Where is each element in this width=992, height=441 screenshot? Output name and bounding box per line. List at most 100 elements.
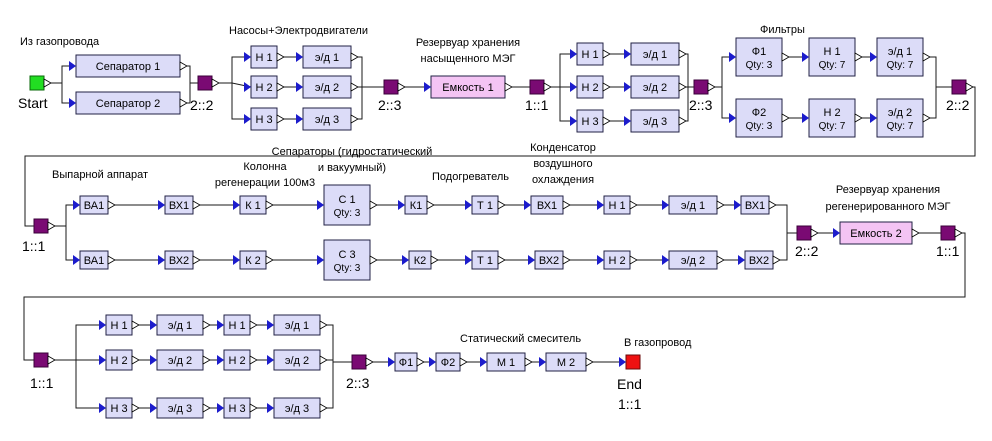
output-port-icon bbox=[131, 403, 140, 413]
block-label: Сепаратор 2 bbox=[96, 98, 160, 110]
junction-node[interactable] bbox=[351, 354, 367, 370]
pump-block[interactable]: Н 1 bbox=[105, 314, 133, 336]
heater-block[interactable]: Т 1 bbox=[471, 195, 499, 215]
separator-1-block[interactable]: Сепаратор 1 bbox=[75, 54, 181, 78]
motor-block[interactable]: э/д 1 bbox=[668, 195, 718, 215]
junction-node[interactable] bbox=[383, 79, 399, 95]
filter-block[interactable]: Ф2 bbox=[435, 352, 461, 372]
pump-block[interactable]: Н 3 bbox=[576, 109, 604, 133]
heat-exchanger-block[interactable]: ВХ1 bbox=[740, 195, 770, 215]
junction-node[interactable] bbox=[940, 225, 956, 241]
evaporator-block[interactable]: ВА1 bbox=[79, 250, 109, 270]
input-port-icon bbox=[317, 255, 324, 265]
start-node[interactable] bbox=[29, 75, 45, 91]
mixer-block[interactable]: М 1 bbox=[486, 352, 526, 372]
pump-block[interactable]: Н 2 bbox=[250, 75, 278, 99]
junction-node[interactable] bbox=[197, 75, 213, 91]
evaporator-block[interactable]: ВА1 bbox=[79, 195, 109, 215]
junction-node[interactable] bbox=[693, 79, 709, 95]
pump-block[interactable]: Н 2 bbox=[105, 349, 133, 371]
input-port-icon bbox=[402, 255, 409, 265]
motor-block[interactable]: э/д 3 bbox=[302, 107, 352, 131]
motor-block[interactable]: э/д 2 bbox=[302, 75, 352, 99]
pump-block[interactable]: Н 3 bbox=[223, 397, 251, 419]
junction-node[interactable] bbox=[951, 79, 967, 95]
pump-block[interactable]: Н 1 bbox=[576, 42, 604, 66]
label-condenser: Конденсатор bbox=[530, 142, 596, 154]
pump-block[interactable]: Н 1 bbox=[603, 195, 631, 215]
pump-block[interactable]: Н 3 bbox=[105, 397, 133, 419]
heat-exchanger-block[interactable]: ВХ2 bbox=[164, 250, 194, 270]
input-port-icon bbox=[69, 61, 76, 71]
pump-block[interactable]: Н 1 bbox=[250, 45, 278, 69]
junction-node[interactable] bbox=[529, 79, 545, 95]
ratio-11: 1::1 bbox=[618, 396, 642, 412]
end-node[interactable] bbox=[625, 354, 641, 370]
pump-block[interactable]: Н 2 bbox=[576, 75, 604, 99]
motor-block[interactable]: э/д 1 bbox=[273, 314, 321, 336]
tank-2-block[interactable]: Емкость 2 bbox=[839, 221, 913, 245]
input-port-icon bbox=[465, 255, 472, 265]
block-label: э/д 1 bbox=[643, 49, 667, 61]
block-label: э/д 2 bbox=[643, 82, 667, 94]
ratio-2: 2::3 bbox=[378, 97, 402, 113]
pump-block[interactable]: Н 3 bbox=[250, 107, 278, 131]
heat-exchanger-block[interactable]: ВХ2 bbox=[744, 250, 774, 270]
heat-exchanger-block[interactable]: ВХ1 bbox=[164, 195, 194, 215]
heater-block[interactable]: Т 1 bbox=[471, 250, 499, 270]
filter-block[interactable]: Ф1 bbox=[394, 352, 418, 372]
block-label: Ф1 bbox=[752, 46, 766, 58]
pump-block[interactable]: Н 2 bbox=[603, 250, 631, 270]
output-port-icon bbox=[426, 200, 435, 210]
condenser-block[interactable]: ВХ1 bbox=[530, 195, 564, 215]
motor-block[interactable]: э/д 2 bbox=[156, 349, 204, 371]
motor-block[interactable]: э/д 3 bbox=[630, 109, 680, 133]
motor-block[interactable]: э/д 1 bbox=[302, 45, 352, 69]
block-label: Н 1 bbox=[228, 320, 245, 332]
motor-block[interactable]: э/д 2 bbox=[630, 75, 680, 99]
column-block[interactable]: К2 bbox=[408, 250, 432, 270]
motor-block[interactable]: э/д 2 bbox=[668, 250, 718, 270]
condenser-block[interactable]: ВХ2 bbox=[534, 250, 564, 270]
block-label: Н 2 bbox=[581, 82, 598, 94]
output-port-icon bbox=[772, 255, 781, 265]
junction-node[interactable] bbox=[796, 225, 812, 241]
column-block[interactable]: К1 bbox=[404, 195, 428, 215]
motor-block[interactable]: э/д 1 bbox=[156, 314, 204, 336]
motor-block[interactable]: э/д 2 bbox=[273, 349, 321, 371]
block-qty: Qty: 7 bbox=[819, 60, 846, 71]
column-block[interactable]: К 1 bbox=[239, 195, 267, 215]
pump-block[interactable]: Н 1 bbox=[223, 314, 251, 336]
mixer-block[interactable]: М 2 bbox=[545, 352, 587, 372]
motor-block[interactable]: э/д 1 bbox=[630, 42, 680, 66]
pump-block[interactable]: Н 2 bbox=[223, 349, 251, 371]
motor-block[interactable]: э/д 3 bbox=[156, 397, 204, 419]
block-label: С 1 bbox=[338, 194, 355, 206]
junction-node[interactable] bbox=[33, 352, 49, 368]
block-label: э/д 1 bbox=[888, 46, 912, 58]
input-port-icon bbox=[429, 357, 436, 367]
wire bbox=[715, 56, 736, 88]
separator-2-block[interactable]: Сепаратор 2 bbox=[75, 91, 181, 115]
label-reservoir-regen-2: регенерированного МЭГ bbox=[826, 201, 951, 213]
input-port-icon bbox=[480, 357, 487, 367]
output-port-icon bbox=[131, 320, 140, 330]
junction-node[interactable] bbox=[33, 218, 49, 234]
column-block[interactable]: К 2 bbox=[239, 250, 267, 270]
motor-block[interactable]: э/д 3 bbox=[273, 397, 321, 419]
input-port-icon bbox=[870, 52, 877, 62]
output-port-icon bbox=[192, 255, 201, 265]
output-port-icon bbox=[43, 78, 52, 88]
tank-1-block[interactable]: Емкость 1 bbox=[430, 75, 506, 99]
label-evaporator: Выпарной аппарат bbox=[52, 169, 148, 181]
